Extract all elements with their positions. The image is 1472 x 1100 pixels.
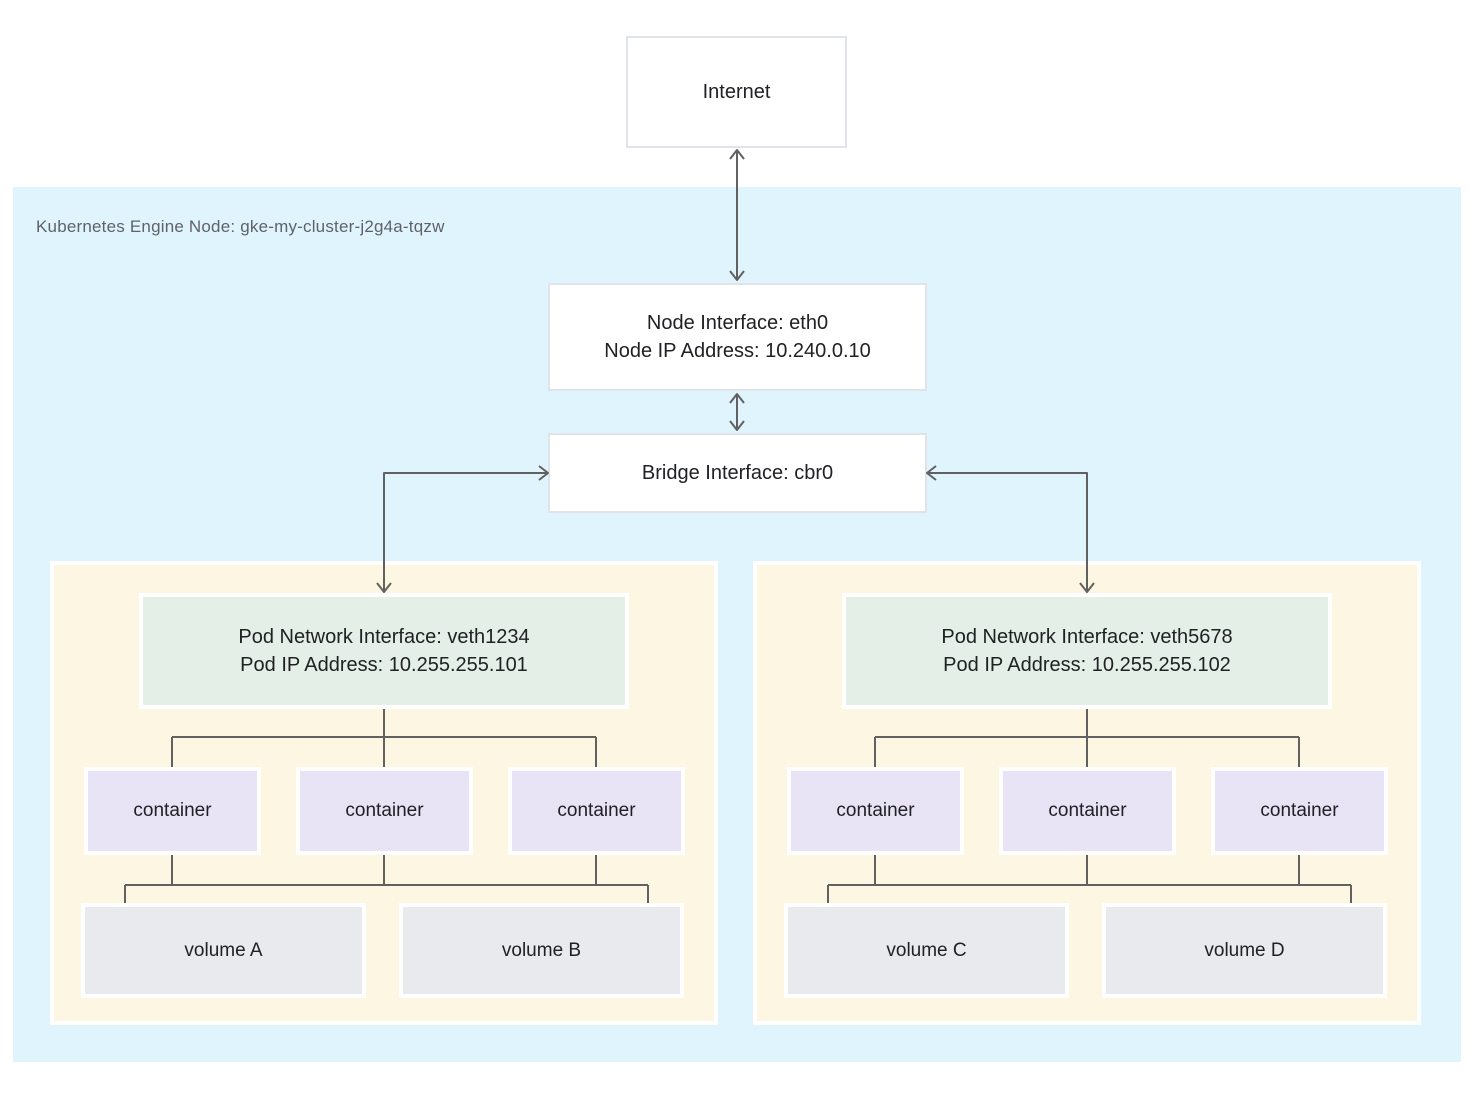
pod-1: Pod Network Interface: veth1234 Pod IP A…: [50, 561, 718, 1025]
pod-2: Pod Network Interface: veth5678 Pod IP A…: [753, 561, 1421, 1025]
node-interface-line2: Node IP Address: 10.240.0.10: [604, 340, 871, 362]
pod-2-container-2: container: [999, 767, 1176, 855]
pod-2-interface-line2: Pod IP Address: 10.255.255.102: [943, 654, 1231, 676]
pod-1-container-3: container: [508, 767, 685, 855]
pod-1-volume-a: volume A: [81, 903, 366, 998]
pod-2-network-interface-box: Pod Network Interface: veth5678 Pod IP A…: [842, 593, 1332, 709]
bridge-interface-label: Bridge Interface: cbr0: [641, 462, 834, 484]
internet-label: Internet: [702, 81, 771, 103]
pod-2-volume-d: volume D: [1102, 903, 1387, 998]
pod-1-volume-b: volume B: [399, 903, 684, 998]
pod-1-container-3-label: container: [557, 800, 636, 821]
bridge-interface-box: Bridge Interface: cbr0: [548, 433, 927, 513]
pod-2-container-1-label: container: [836, 800, 915, 821]
pod-2-container-1: container: [787, 767, 964, 855]
pod-1-volume-a-label: volume A: [184, 939, 263, 961]
node-interface-text: Node Interface: eth0 Node IP Address: 10…: [604, 309, 871, 365]
pod-2-volume-c-label: volume C: [886, 939, 967, 961]
kubernetes-node-label: Kubernetes Engine Node: gke-my-cluster-j…: [36, 217, 445, 236]
pod-2-volume-c: volume C: [784, 903, 1069, 998]
pod-2-volume-d-label: volume D: [1204, 939, 1285, 961]
node-interface-box: Node Interface: eth0 Node IP Address: 10…: [548, 283, 927, 391]
internet-box: Internet: [626, 36, 847, 148]
pod-1-container-1-label: container: [133, 800, 212, 821]
node-interface-line1: Node Interface: eth0: [646, 312, 829, 334]
pod-1-interface-line1: Pod Network Interface: veth1234: [238, 626, 530, 648]
pod-1-interface-line2: Pod IP Address: 10.255.255.101: [240, 654, 528, 676]
pod-2-container-3-label: container: [1260, 800, 1339, 821]
pod-2-container-2-label: container: [1048, 800, 1127, 821]
pod-1-volume-b-label: volume B: [501, 939, 582, 961]
pod-2-interface-line1: Pod Network Interface: veth5678: [941, 626, 1233, 648]
pod-1-container-2: container: [296, 767, 473, 855]
pod-1-container-2-label: container: [345, 800, 424, 821]
pod-1-network-interface-box: Pod Network Interface: veth1234 Pod IP A…: [139, 593, 629, 709]
pod-2-container-3: container: [1211, 767, 1388, 855]
pod-1-container-1: container: [84, 767, 261, 855]
